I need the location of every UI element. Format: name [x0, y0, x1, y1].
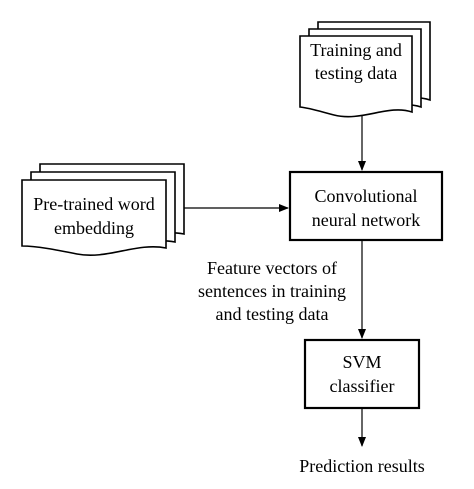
svm-box: SVM classifier [303, 338, 421, 410]
cnn-label-line-2: neural network [312, 210, 420, 230]
svm-box-outline [303, 338, 421, 410]
word-embedding-label-line-2: embedding [54, 218, 134, 238]
svm-label-line-1: SVM [342, 352, 381, 372]
prediction-results-label: Prediction results [299, 456, 424, 476]
cnn-box: Convolutional neural network [288, 170, 444, 242]
feature-vectors-label-line-2: sentences in training [198, 281, 346, 301]
document-front-sheet [299, 35, 413, 118]
feature-vectors-label: Feature vectors of sentences in training… [198, 258, 346, 324]
training-data-label-line-2: testing data [315, 63, 397, 83]
cnn-label-line-1: Convolutional [315, 186, 418, 206]
training-data-label-line-1: Training and [310, 40, 402, 60]
cnn-box-outline [288, 170, 444, 242]
training-data-document-stack: Training and testing data [299, 21, 431, 118]
word-embedding-document-stack: Pre-trained word embedding [21, 163, 185, 256]
document-front-sheet [21, 179, 167, 256]
svm-label-line-2: classifier [330, 376, 395, 396]
feature-vectors-label-line-1: Feature vectors of [207, 258, 337, 278]
word-embedding-label-line-1: Pre-trained word [33, 194, 154, 214]
feature-vectors-label-line-3: and testing data [216, 304, 329, 324]
